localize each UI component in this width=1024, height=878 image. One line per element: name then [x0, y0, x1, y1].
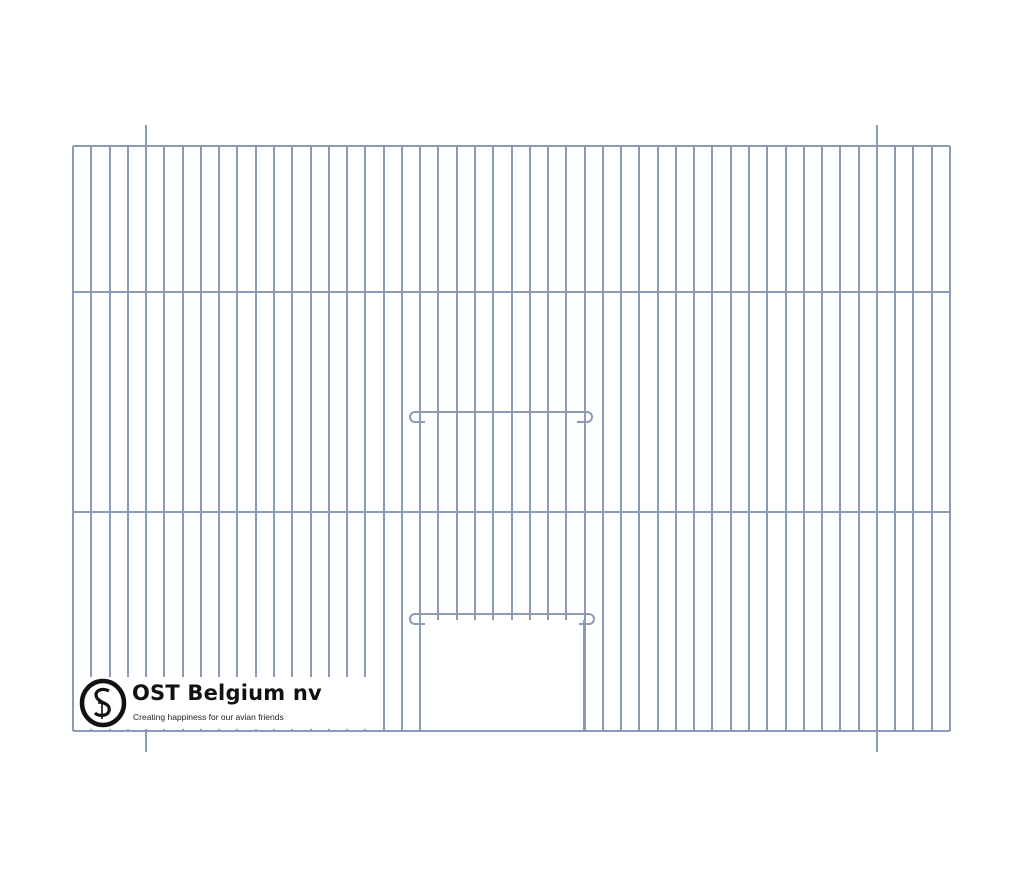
company-name: OST Belgium nv — [132, 681, 322, 705]
logo-mark-icon — [79, 678, 127, 728]
company-logo: OST Belgium nv Creating happiness for ou… — [78, 677, 378, 729]
door-guide-lower — [409, 613, 595, 625]
door-guide-upper — [409, 411, 593, 423]
cage-wires — [72, 125, 951, 752]
company-tagline: Creating happiness for our avian friends — [133, 712, 284, 722]
